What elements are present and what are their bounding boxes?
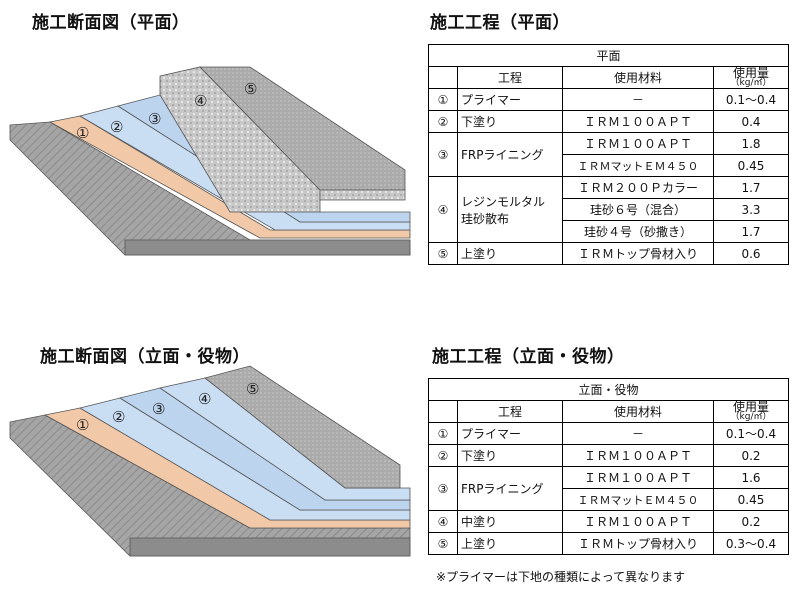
layer-label-3: ③ bbox=[152, 400, 165, 418]
header-unit: （kg/㎡） bbox=[730, 412, 772, 422]
layer-label-3: ③ bbox=[148, 110, 161, 128]
header-material: 使用材料 bbox=[562, 66, 714, 89]
table-row: ④ 中塗り ＩＲＭ１００ＡＰＴ 0.2 bbox=[428, 510, 789, 533]
plan-process-table: 平面 工程 使用材料 使用量（kg/㎡） ① プライマー － 0.1～0.4 ②… bbox=[428, 44, 789, 265]
table-row: ① プライマー － 0.1～0.4 bbox=[428, 88, 789, 111]
plan-table-title: 施工工程（平面） bbox=[430, 13, 570, 33]
elevation-process-table: 立面・役物 工程 使用材料 使用量（kg/㎡） ① プライマー － 0.1～0.… bbox=[428, 378, 789, 555]
elevation-diagram-title: 施工断面図（立面・役物） bbox=[40, 347, 250, 367]
table-row: ② 下塗り ＩＲＭ１００ＡＰＴ 0.2 bbox=[428, 444, 789, 467]
layer-label-4: ④ bbox=[194, 92, 207, 110]
top-coat-layer bbox=[204, 365, 401, 489]
header-amount: 使用量 bbox=[732, 400, 769, 414]
layer-label-1: ① bbox=[76, 416, 89, 434]
header-amount: 使用量 bbox=[732, 66, 769, 80]
elevation-cross-section-diagram: ① ② ③ ④ ⑤ bbox=[9, 365, 411, 557]
table-row: ④ レジンモルタル 珪砂散布 ＩＲＭ２００Ｐカラー 1.7 bbox=[428, 176, 789, 243]
primer-note: ※プライマーは下地の種類によって異なります bbox=[436, 570, 686, 584]
layer-label-4: ④ bbox=[198, 390, 211, 408]
table-row: ⑤ 上塗り ＩＲＭトップ骨材入り 0.6 bbox=[428, 242, 789, 265]
table-caption: 立面・役物 bbox=[428, 378, 789, 401]
layer-label-1: ① bbox=[76, 124, 89, 142]
layer-label-5: ⑤ bbox=[244, 80, 257, 98]
table-row: ② 下塗り ＩＲＭ１００ＡＰＴ 0.4 bbox=[428, 110, 789, 133]
plan-cross-section-diagram: ① ② ③ ④ ⑤ bbox=[9, 66, 411, 256]
layer-label-2: ② bbox=[110, 118, 123, 136]
table-row: ＩＲＭマットＥＭ４５０ 0.45 bbox=[429, 488, 789, 511]
elevation-table-title: 施工工程（立面・役物） bbox=[432, 347, 625, 367]
header-unit: （kg/㎡） bbox=[730, 78, 772, 88]
table-row: ③ FRPライニング ＩＲＭ１００ＡＰＴ 1.8 bbox=[428, 132, 789, 177]
table-caption: 平面 bbox=[428, 44, 789, 67]
plan-diagram-title: 施工断面図（平面） bbox=[32, 13, 190, 33]
layer-label-2: ② bbox=[112, 408, 125, 426]
header-material: 使用材料 bbox=[562, 400, 714, 423]
table-row: ⑤ 上塗り ＩＲＭトップ骨材入り 0.3～0.4 bbox=[428, 532, 789, 555]
table-row: ① プライマー － 0.1～0.4 bbox=[428, 422, 789, 445]
header-step: 工程 bbox=[457, 66, 563, 89]
table-row: 珪砂６号（混合） 3.3 bbox=[429, 198, 789, 221]
table-row: ③ FRPライニング ＩＲＭ１００ＡＰＴ 1.6 bbox=[428, 466, 789, 511]
table-row: 珪砂４号（砂撒き） 1.7 bbox=[429, 220, 789, 243]
layer-label-5: ⑤ bbox=[246, 380, 259, 398]
table-header-row: 工程 使用材料 使用量（kg/㎡） bbox=[428, 66, 789, 89]
top-coat-layer bbox=[199, 66, 406, 191]
header-step: 工程 bbox=[457, 400, 563, 423]
table-header-row: 工程 使用材料 使用量（kg/㎡） bbox=[428, 400, 789, 423]
